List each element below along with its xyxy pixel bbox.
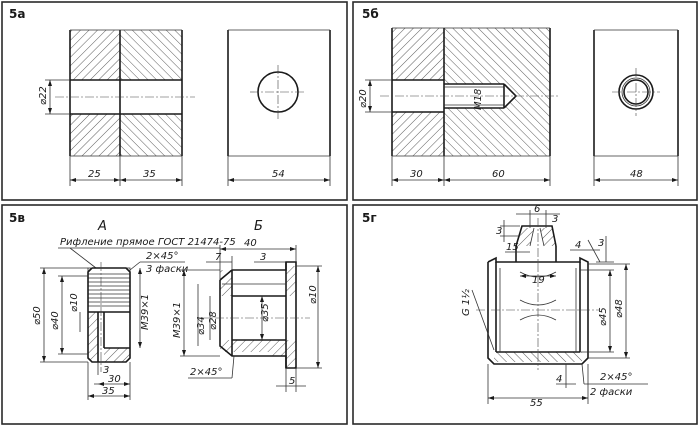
knurl-lines	[88, 273, 130, 307]
dim-d10-a: ⌀10	[69, 293, 80, 312]
panel-5b-frame	[352, 1, 698, 201]
chamfer-a-note: 3 фаски	[146, 264, 189, 275]
dim-g-w4-bottom: 4	[556, 374, 562, 385]
dim-d34: ⌀34	[196, 316, 207, 335]
dim-d10-b: ⌀10	[308, 285, 319, 304]
dim-d35: ⌀35	[260, 303, 271, 322]
dim-w7: 7	[215, 252, 222, 263]
panel-5b-width-30: 30	[410, 169, 423, 180]
panel-5a-width-54: 54	[272, 169, 285, 180]
dim-d28: ⌀28	[208, 311, 219, 330]
panel-5a: 5а ⌀22 25 35	[9, 7, 331, 186]
dim-g-w3-left: 3	[496, 226, 502, 237]
panel-5a-dia-label: ⌀22	[38, 86, 49, 105]
panel-5a-width-35: 35	[143, 169, 156, 180]
part-a-letter: А	[97, 219, 107, 234]
panel-5a-label: 5а	[9, 7, 25, 21]
panel-5a-frame	[1, 1, 348, 201]
dim-g-w6: 6	[534, 204, 540, 215]
panel-5b-width-60: 60	[492, 169, 505, 180]
panel-5a-width-25: 25	[88, 169, 101, 180]
knurl-note: Рифление прямое ГОСТ 21474-75	[60, 237, 236, 248]
chamfer-b-label: 2×45°	[190, 367, 222, 378]
chamfer-a-label: 2×45°	[146, 251, 178, 262]
panel-5g: 5г 6 3 3 15	[362, 204, 648, 409]
chamfer-g-label: 2×45°	[600, 372, 632, 383]
dim-d50: ⌀50	[32, 306, 43, 325]
dim-g-d45: ⌀45	[598, 307, 609, 326]
dim-w35: 35	[102, 386, 115, 397]
panel-5b: 5б M18 ⌀20 30	[358, 7, 679, 186]
dim-g-w19: 19	[532, 275, 545, 286]
dim-w40: 40	[244, 238, 257, 249]
dim-d40: ⌀40	[50, 311, 61, 330]
panel-5v-frame	[1, 204, 348, 425]
panel-5b-dia-label: ⌀20	[358, 89, 369, 108]
panel-5v-label: 5в	[9, 211, 25, 225]
dim-w30: 30	[108, 374, 121, 385]
dim-g-w4-top: 4	[575, 240, 581, 251]
dim-w3: 3	[103, 365, 109, 376]
panel-5v: 5в А Б Рифление прямое ГОСТ 21474-75 2×4…	[9, 211, 322, 400]
thread-b-label: M39×1	[172, 302, 183, 338]
panel-5b-label: 5б	[362, 7, 379, 21]
dim-g-w15: 15	[506, 242, 519, 253]
dim-w5: 5	[289, 376, 295, 387]
dim-g-d48: ⌀48	[614, 299, 625, 318]
panel-5g-label: 5г	[362, 211, 377, 225]
dim-g-w3-right: 3	[552, 214, 558, 225]
dim-g-w3-side: 3	[598, 238, 604, 249]
pipe-thread-label: G 1½	[460, 289, 472, 316]
chamfer-g-note: 2 фаски	[590, 387, 633, 398]
panel-5b-width-48: 48	[630, 169, 643, 180]
part-b-letter: Б	[254, 219, 263, 234]
panel-5b-thread-label: M18	[473, 89, 484, 110]
dim-g-w55: 55	[530, 398, 543, 409]
dim-w3-b: 3	[260, 252, 266, 263]
panel-5g-frame	[352, 204, 698, 425]
thread-a-label: M39×1	[140, 294, 151, 330]
